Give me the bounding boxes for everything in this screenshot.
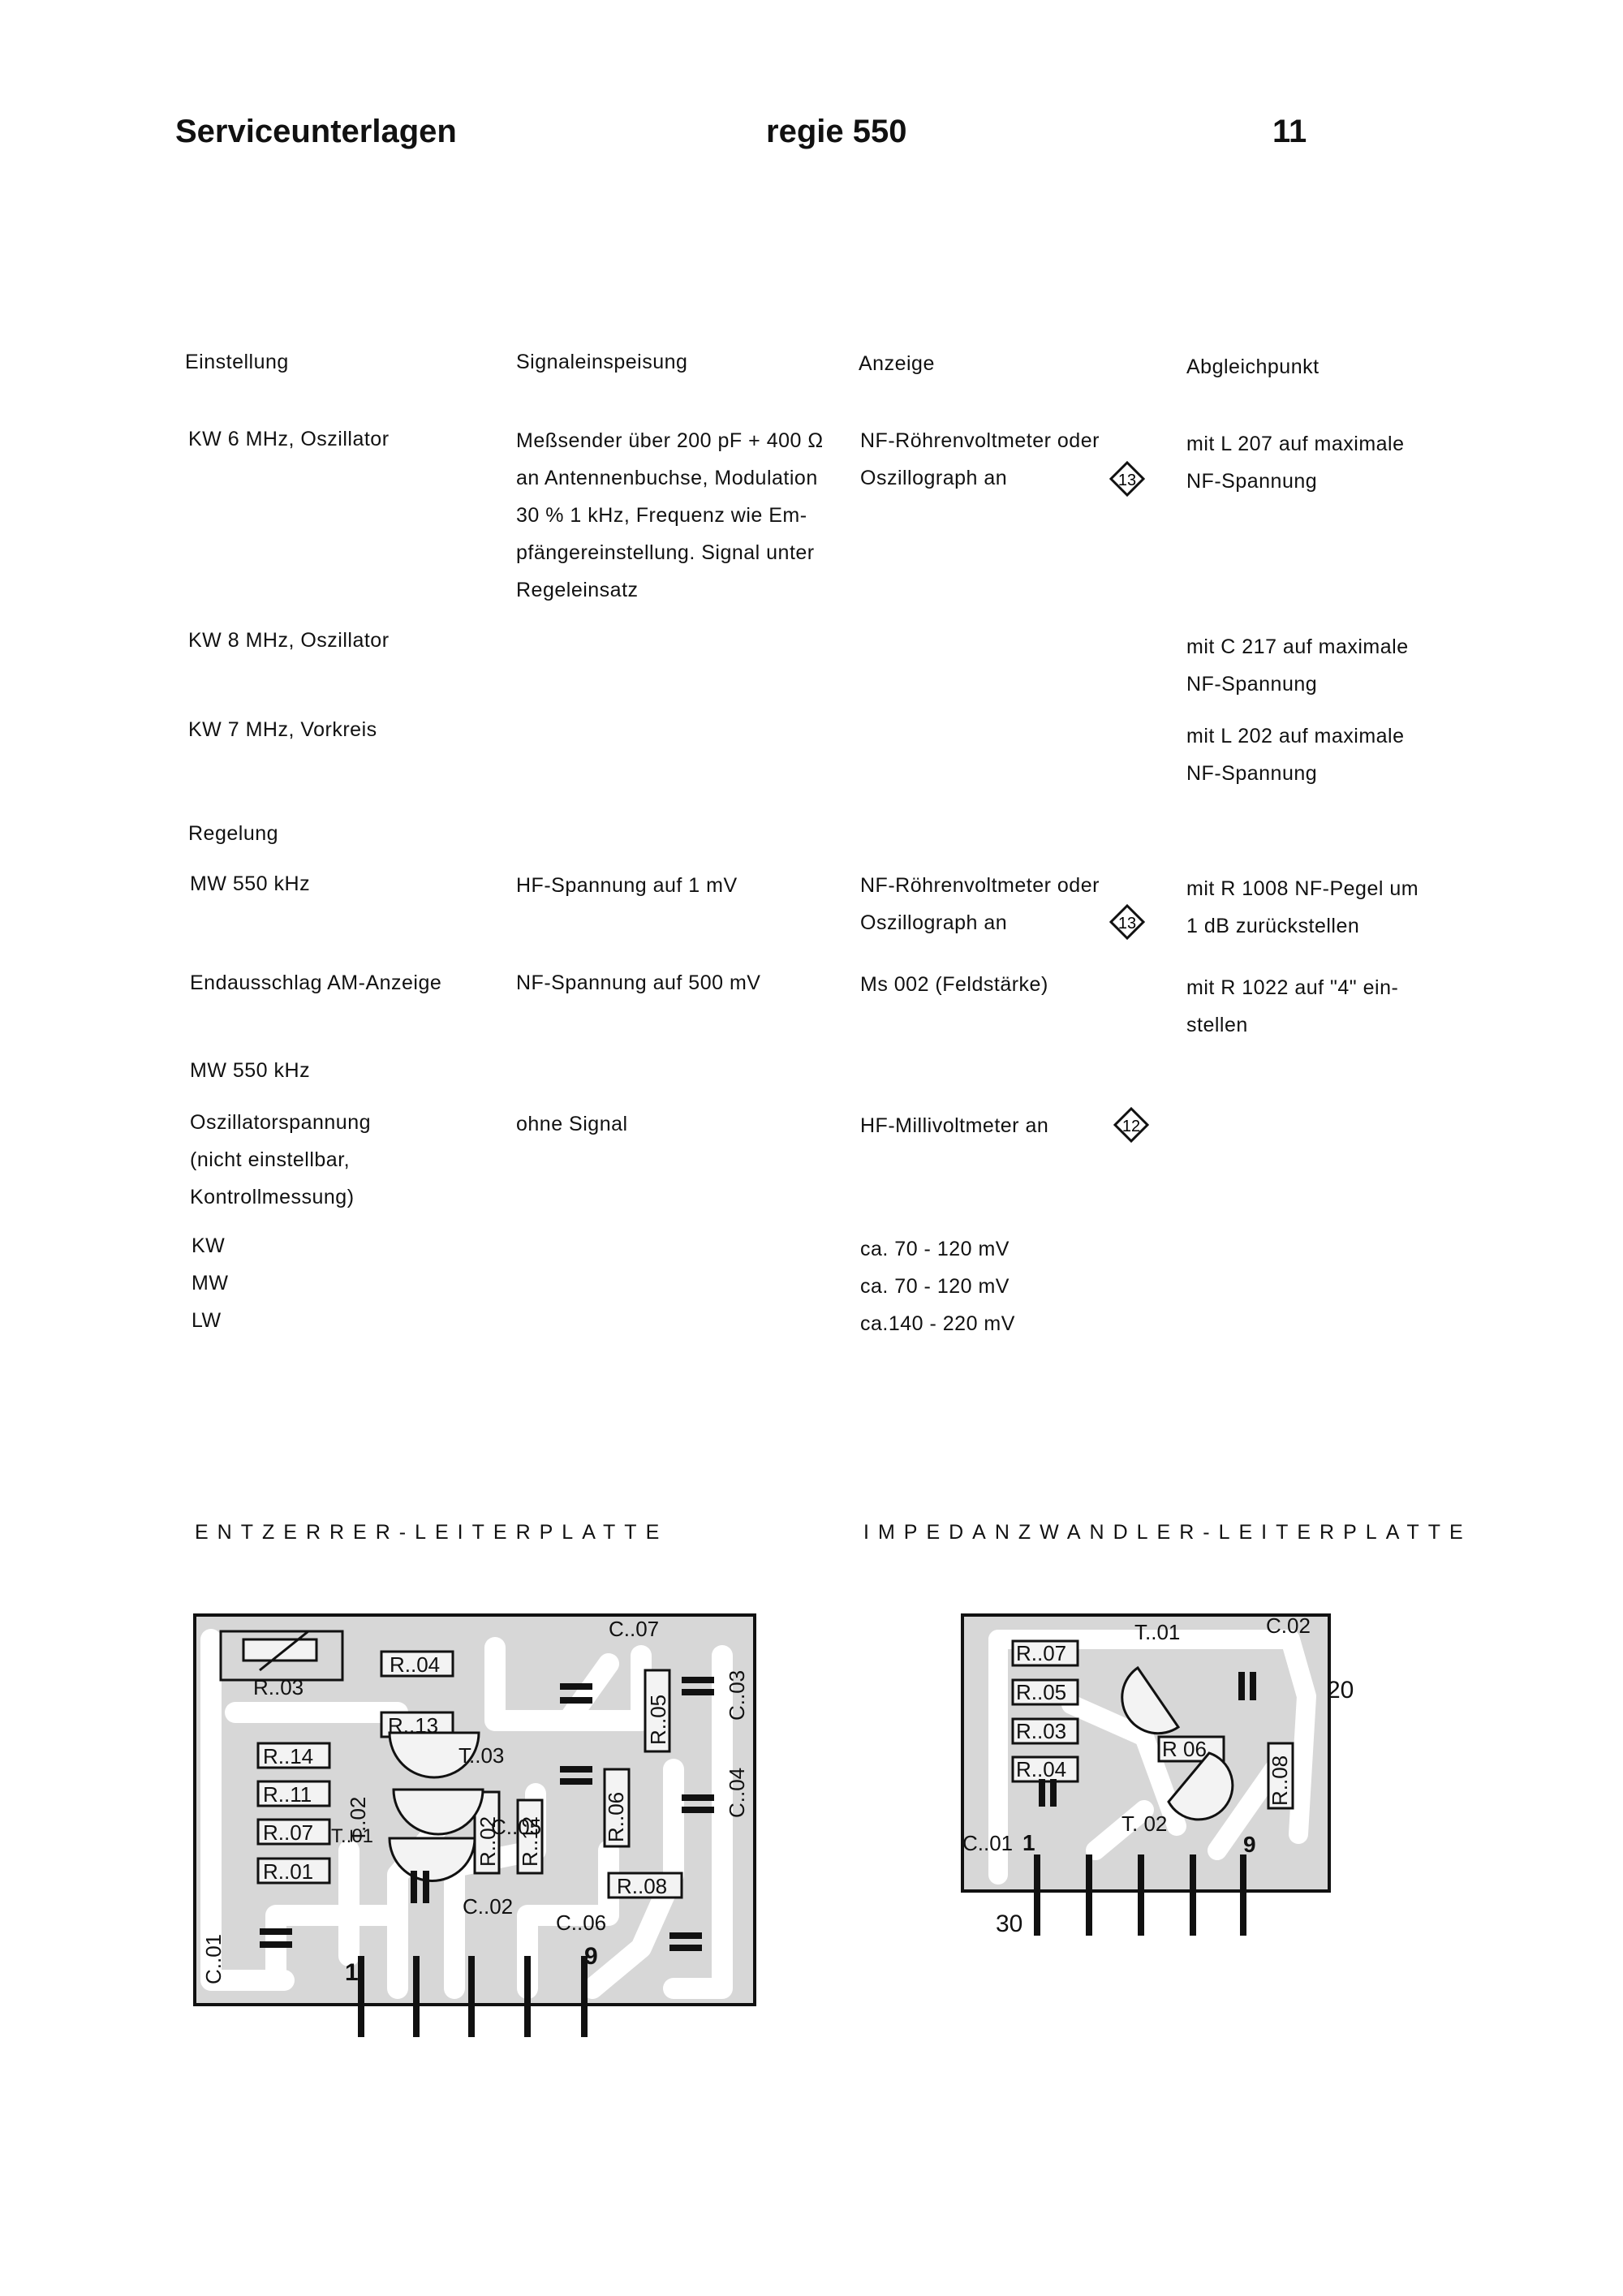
svg-text:R..13: R..13 (388, 1713, 438, 1738)
svg-text:1: 1 (345, 1959, 359, 1986)
section-regelung: Regelung (188, 822, 279, 845)
svg-text:R..01: R..01 (263, 1859, 313, 1884)
column-header-signaleinspeisung: Signaleinspeisung (516, 351, 688, 373)
test-point-marker: 12 (1113, 1107, 1149, 1143)
column-header-anzeige: Anzeige (859, 352, 935, 375)
row-1-abgleich: mit L 207 auf maximale NF-Spannung (1186, 433, 1405, 493)
test-point-marker: 13 (1109, 904, 1145, 940)
column-header-einstellung: Einstellung (185, 351, 289, 373)
row-6-einstellung: MW 550 kHz (190, 1059, 311, 1082)
svg-text:T..02: T..02 (346, 1797, 370, 1842)
column-header-abgleichpunkt: Abgleichpunkt (1186, 355, 1319, 378)
svg-text:T..01: T..01 (331, 1825, 373, 1847)
row-1-anzeige: NF-Röhrenvoltmeter oder Oszillograph an (860, 429, 1100, 489)
caption-entzerrer: ENTZERRER-LEITERPLATTE (195, 1521, 669, 1544)
svg-text:13: 13 (1118, 472, 1136, 489)
svg-text:R..14: R..14 (263, 1744, 313, 1768)
row-8-values: ca. 70 - 120 mV ca. 70 - 120 mV ca.140 -… (860, 1238, 1015, 1335)
svg-text:T..03: T..03 (458, 1743, 504, 1768)
svg-text:R..08: R..08 (1268, 1755, 1292, 1806)
svg-text:R..11: R..11 (263, 1782, 312, 1807)
row-5-anzeige: Ms 002 (Feldstärke) (860, 973, 1048, 996)
svg-text:T..01: T..01 (1134, 1620, 1180, 1644)
row-5-einstellung: Endausschlag AM-Anzeige (190, 971, 442, 994)
row-4-abgleich: mit R 1008 NF-Pegel um 1 dB zurückstelle… (1186, 877, 1419, 937)
svg-text:R..12: R..12 (518, 1816, 542, 1867)
row-4-einstellung: MW 550 kHz (190, 872, 311, 895)
svg-text:C.02: C.02 (1266, 1613, 1311, 1638)
row-5-signal: NF-Spannung auf 500 mV (516, 971, 761, 994)
svg-text:R..04: R..04 (1016, 1757, 1066, 1781)
svg-text:C..02: C..02 (463, 1894, 513, 1919)
svg-text:9: 9 (1243, 1832, 1256, 1857)
svg-text:C..05: C..05 (491, 1815, 541, 1839)
svg-text:30: 30 (996, 1910, 1022, 1937)
row-3-einstellung: KW 7 MHz, Vorkreis (188, 718, 377, 741)
svg-text:20: 20 (1327, 1677, 1354, 1704)
row-1-einstellung: KW 6 MHz, Oszillator (188, 428, 390, 450)
row-7-einstellung: Oszillatorspannung (nicht einstellbar, K… (190, 1111, 372, 1208)
row-4-anzeige: NF-Röhrenvoltmeter oder Oszillograph an (860, 874, 1100, 934)
row-2-abgleich: mit C 217 auf maximale NF-Spannung (1186, 635, 1409, 696)
svg-text:R..03: R..03 (253, 1675, 304, 1699)
test-point-marker: 13 (1109, 461, 1145, 497)
svg-text:C..03: C..03 (725, 1670, 749, 1721)
row-1-signal: Meßsender über 200 pF + 400 Ω an Antenne… (516, 429, 824, 601)
svg-text:R..07: R..07 (263, 1820, 313, 1845)
impedanzwandler-pcb-diagram: R..07 R..05 R..03 R..04 T..01 C.02 R 06 … (961, 1613, 1354, 1937)
model-name: regie 550 (766, 114, 907, 149)
svg-text:C..06: C..06 (556, 1910, 606, 1935)
row-5-abgleich: mit R 1022 auf "4" ein- stellen (1186, 976, 1399, 1036)
svg-text:R 06: R 06 (1162, 1737, 1207, 1761)
svg-text:C..01: C..01 (201, 1934, 226, 1984)
svg-text:9: 9 (584, 1943, 598, 1970)
svg-text:R..08: R..08 (617, 1874, 667, 1898)
svg-text:R..06: R..06 (604, 1792, 628, 1842)
svg-text:R..03: R..03 (1016, 1719, 1066, 1743)
svg-text:R..05: R..05 (646, 1695, 670, 1745)
svg-text:C..01: C..01 (962, 1831, 1013, 1855)
row-2-einstellung: KW 8 MHz, Oszillator (188, 629, 390, 652)
svg-text:R..02: R..02 (476, 1816, 500, 1867)
svg-text:R..04: R..04 (390, 1652, 440, 1677)
svg-text:T. 02: T. 02 (1121, 1811, 1167, 1836)
entzerrer-pcb-diagram: R..03 R..04 R..13 R..14 R..11 R..07 R..0… (193, 1613, 756, 2037)
row-8-bands: KW MW LW (192, 1234, 229, 1332)
svg-text:R..07: R..07 (1016, 1641, 1066, 1665)
row-3-abgleich: mit L 202 auf maximale NF-Spannung (1186, 725, 1405, 785)
svg-text:C..07: C..07 (609, 1617, 659, 1641)
row-4-signal: HF-Spannung auf 1 mV (516, 874, 738, 897)
row-7-anzeige: HF-Millivoltmeter an (860, 1114, 1049, 1137)
svg-text:12: 12 (1122, 1118, 1140, 1135)
row-7-signal: ohne Signal (516, 1113, 628, 1135)
svg-text:C..04: C..04 (725, 1768, 749, 1818)
document-title: Serviceunterlagen (175, 114, 457, 149)
page-number: 11 (1272, 114, 1307, 149)
svg-text:1: 1 (1022, 1830, 1035, 1855)
svg-text:R..05: R..05 (1016, 1680, 1066, 1704)
svg-text:13: 13 (1118, 915, 1136, 933)
caption-impedanzwandler: IMPEDANZWANDLER-LEITERPLATTE (863, 1521, 1472, 1544)
